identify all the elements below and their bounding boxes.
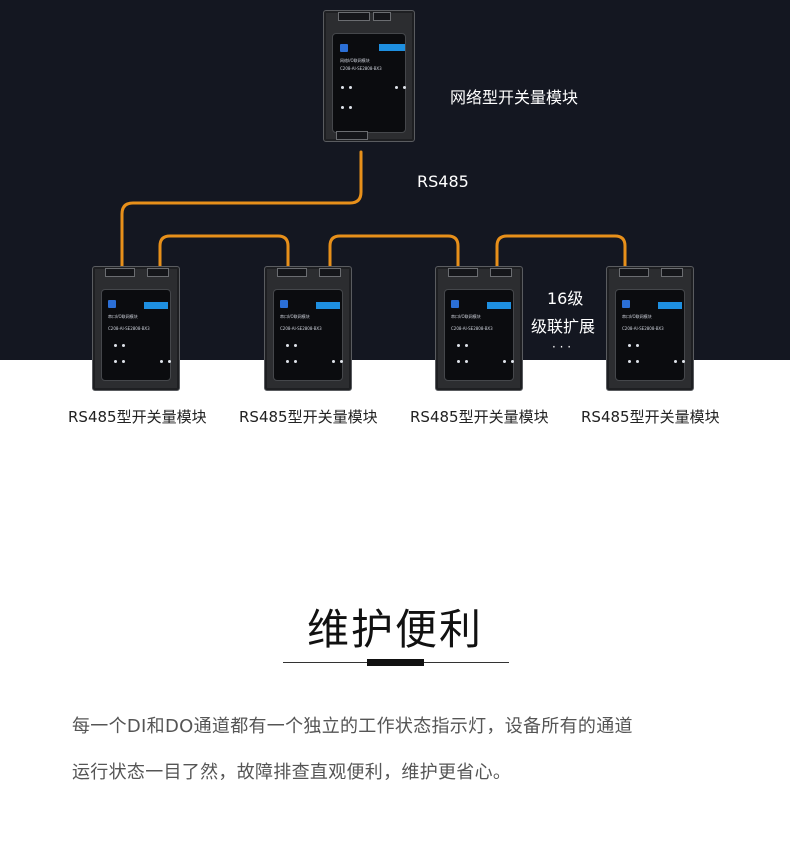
rs485-module-label: RS485型开关量模块 [68,408,207,426]
wire-module-2-to-3 [328,234,460,268]
title-divider-accent [367,659,424,666]
description-line-1: 每一个DI和DO通道都有一个独立的工作状态指示灯，设备所有的通道 [72,716,633,737]
status-led [341,86,344,89]
status-led [511,360,514,363]
status-led [122,360,125,363]
brand-logo-icon [622,300,630,308]
top-terminal-block [490,268,512,277]
top-terminal-block [338,12,370,21]
status-led [349,86,352,89]
brand-logo-icon [451,300,459,308]
wire-network-to-module-1 [120,150,363,268]
status-led [636,344,639,347]
module-front-panel: 串口I/O联网模块 C208-AI-SE2808-BX3 [615,289,685,381]
bus-label: RS485 [417,172,469,191]
module-model-text: 串口I/O联网模块 [280,314,310,319]
status-led [349,106,352,109]
ellipsis-label: · · · [552,340,572,354]
rs485-switch-module-3: 串口I/O联网模块 C208-AI-SE2808-BX3 [435,266,523,391]
status-led [636,360,639,363]
module-front-panel: 串口I/O联网模块 C208-AI-SE2808-BX3 [273,289,343,381]
top-terminal-block [319,268,341,277]
top-terminal-block [373,12,391,21]
status-led [160,360,163,363]
brand-stripe [144,302,168,309]
status-led [294,344,297,347]
status-led [403,86,406,89]
status-led [465,360,468,363]
status-led [114,344,117,347]
module-front-panel: 串口I/O联网模块 C208-AI-SE2808-BX3 [101,289,171,381]
wire-module-1-to-2 [158,234,290,268]
module-front-panel: 网络I/O联网模块 C208-AI-SE2808-BX3 [332,33,406,133]
top-terminal-block [619,268,649,277]
brand-logo-icon [340,44,348,52]
network-switch-module: 网络I/O联网模块 C208-AI-SE2808-BX3 [323,10,415,142]
status-led [286,344,289,347]
rs485-switch-module-1: 串口I/O联网模块 C208-AI-SE2808-BX3 [92,266,180,391]
brand-stripe [379,44,405,51]
status-led [503,360,506,363]
rs485-wiring [120,150,627,268]
module-model-text: 串口I/O联网模块 [622,314,652,319]
module-model-text: 网络I/O联网模块 [340,58,370,63]
module-model-text: 串口I/O联网模块 [451,314,481,319]
status-led [457,344,460,347]
top-terminal-block [105,268,135,277]
status-led [682,360,685,363]
module-model-text: 串口I/O联网模块 [108,314,138,319]
status-led [341,106,344,109]
rs485-switch-module-2: 串口I/O联网模块 C208-AI-SE2808-BX3 [264,266,352,391]
module-spec-text: C208-AI-SE2808-BX3 [622,326,664,331]
status-led [286,360,289,363]
module-spec-text: C208-AI-SE2808-BX3 [280,326,322,331]
status-led [122,344,125,347]
status-led [168,360,171,363]
rs485-module-label: RS485型开关量模块 [581,408,720,426]
status-led [340,360,343,363]
network-module-label: 网络型开关量模块 [450,88,579,107]
rs485-module-label: RS485型开关量模块 [410,408,549,426]
brand-logo-icon [280,300,288,308]
status-led [628,344,631,347]
status-led [395,86,398,89]
wire-module-3-to-4 [495,234,627,268]
status-led [457,360,460,363]
description-line-2: 运行状态一目了然，故障排查直观便利，维护更省心。 [72,762,512,783]
status-led [114,360,117,363]
status-led [294,360,297,363]
module-spec-text: C208-AI-SE2808-BX3 [451,326,493,331]
top-terminal-block [448,268,478,277]
brand-stripe [658,302,682,309]
brand-stripe [316,302,340,309]
status-led [674,360,677,363]
brand-logo-icon [108,300,116,308]
status-led [628,360,631,363]
brand-stripe [487,302,511,309]
module-spec-text: C208-AI-SE2808-BX3 [108,326,150,331]
top-terminal-block [277,268,307,277]
top-terminal-block [147,268,169,277]
status-led [332,360,335,363]
cascade-text-label: 级联扩展 [531,317,596,336]
module-spec-text: C208-AI-SE2808-BX3 [340,66,382,71]
module-front-panel: 串口I/O联网模块 C208-AI-SE2808-BX3 [444,289,514,381]
top-terminal-block [661,268,683,277]
cascade-count-label: 16级 [547,289,584,308]
status-led [465,344,468,347]
section-title: 维护便利 [306,605,483,654]
bottom-terminal-block [336,131,368,140]
rs485-switch-module-4: 串口I/O联网模块 C208-AI-SE2808-BX3 [606,266,694,391]
rs485-module-label: RS485型开关量模块 [239,408,378,426]
